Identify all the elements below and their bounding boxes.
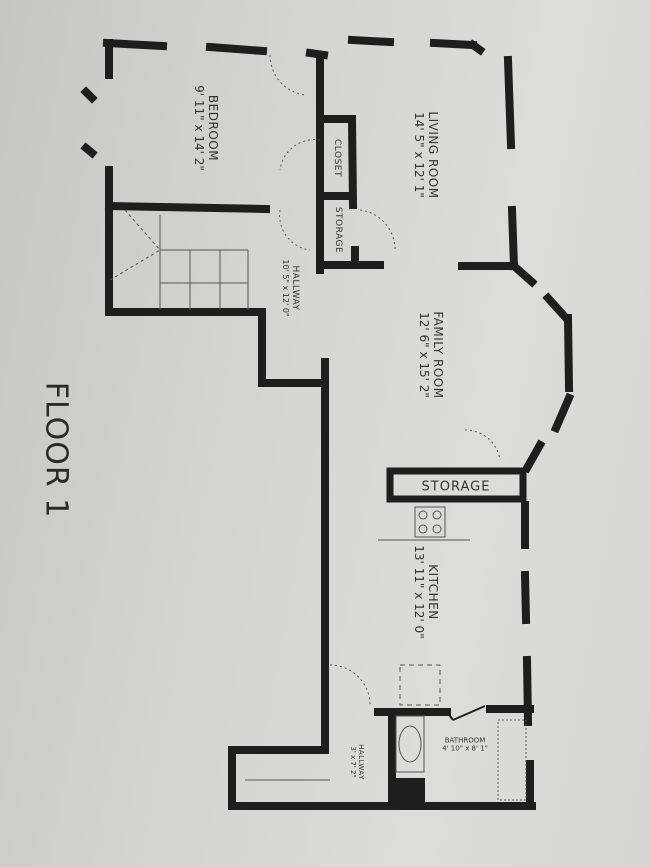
chimney-block — [392, 778, 425, 804]
room-dimensions: 3' x 7' 2" — [349, 746, 357, 778]
room-dimensions: 13' 11" x 12' 0" — [412, 545, 426, 639]
wall — [521, 439, 546, 474]
room-dimensions: 10' 5" x 12' 0" — [280, 259, 290, 317]
room-label-kitchen: KITCHEN 13' 11" x 12' 0" — [411, 545, 440, 639]
stove — [414, 506, 446, 538]
shower — [497, 719, 527, 801]
room-label-bathroom: BATHROOM 4' 10" x 8' 1" — [442, 737, 488, 752]
wall — [104, 201, 271, 214]
room-name: STORAGE — [333, 206, 344, 254]
wall — [347, 35, 395, 47]
wall — [507, 205, 519, 271]
walls — [80, 35, 575, 810]
room-dimensions: 12' 6" x 15' 2" — [417, 312, 431, 398]
wall — [205, 42, 268, 56]
wall — [80, 142, 98, 159]
wall — [550, 392, 575, 434]
wall — [347, 114, 358, 210]
kitchen-table — [399, 664, 441, 706]
room-label-family-room: FAMILY ROOM 12' 6" x 15' 2" — [416, 311, 445, 399]
room-name: BATHROOM — [444, 736, 486, 745]
room-name: KITCHEN — [425, 564, 440, 620]
room-name: HALLWAY — [357, 744, 366, 780]
wall — [467, 39, 486, 56]
wall — [102, 38, 168, 51]
room-name: FAMILY ROOM — [430, 311, 445, 399]
room-dimensions: 4' 10" x 8' 1" — [442, 744, 488, 752]
room-label-storage: STORAGE — [421, 479, 491, 495]
wall — [563, 313, 574, 393]
bathtub — [395, 715, 425, 773]
room-label-closet: CLOSET — [332, 139, 342, 177]
wall — [429, 38, 478, 50]
room-dimensions: 9' 11" x 14' 2" — [192, 85, 206, 171]
wall — [520, 570, 531, 625]
room-name: CLOSET — [332, 139, 343, 177]
room-name: BEDROOM — [205, 94, 220, 162]
storage-box — [386, 467, 527, 503]
room-label-living-room: LIVING ROOM 14' 5" x 12' 1" — [411, 111, 440, 199]
room-name: HALLWAY — [289, 265, 300, 311]
wall — [542, 292, 572, 324]
wall — [508, 260, 538, 288]
room-label-hallway: HALLWAY 10' 5" x 12' 0" — [280, 259, 300, 317]
room-label-storage-small: STORAGE — [333, 207, 343, 253]
room-label-bedroom: BEDROOM 9' 11" x 14' 2" — [191, 85, 220, 171]
room-dimensions: 14' 5" x 12' 1" — [412, 112, 426, 198]
wall — [503, 55, 516, 150]
tub-basin — [398, 725, 422, 763]
floor-title: FLOOR 1 — [38, 381, 74, 519]
room-label-hallway-small: HALLWAY 3' x 7' 2" — [349, 744, 365, 780]
wall — [80, 86, 98, 104]
room-name: LIVING ROOM — [425, 111, 440, 199]
fixtures — [109, 54, 527, 801]
